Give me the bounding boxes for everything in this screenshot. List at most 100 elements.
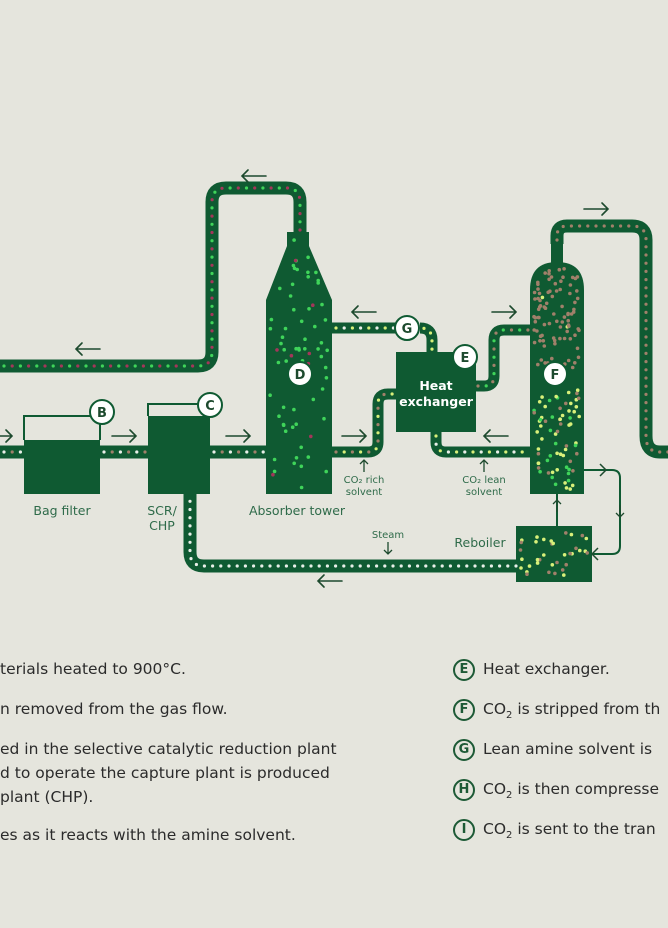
stripper-top-dot — [575, 346, 580, 351]
absorber-dot — [307, 351, 312, 356]
badge-g: G — [453, 738, 475, 761]
pipe-dot — [512, 450, 516, 454]
arrow-left-icon — [316, 574, 343, 588]
stripper-top-dot — [533, 315, 538, 320]
pipe-dot — [210, 321, 214, 325]
stripper-top-dot — [547, 269, 551, 273]
pipe-dot — [245, 450, 249, 454]
stripper-bottom-dot — [546, 471, 551, 475]
pipe-dot — [432, 564, 436, 568]
stripper-bottom-dot — [553, 432, 558, 436]
pipe-dot — [383, 326, 387, 330]
stripper-bottom-dot — [564, 486, 569, 490]
pipe-dot — [501, 328, 505, 332]
pipe-dot — [135, 450, 139, 454]
pipe-dot — [635, 224, 639, 229]
pipe-dot — [277, 186, 281, 190]
reboiler-dot — [555, 560, 559, 565]
pipe-dot — [298, 203, 302, 207]
pipe-dot — [317, 564, 321, 568]
stripper-top-dot — [533, 297, 537, 301]
absorber-dot — [294, 346, 298, 351]
stripper-top-dot — [559, 279, 563, 284]
stripper-bottom-dot — [538, 469, 542, 474]
hx-to-stripper-pipe-track — [474, 330, 530, 386]
pipe-dot — [644, 351, 648, 355]
arrow-up-icon — [479, 459, 489, 472]
stripper-top-dot — [540, 295, 545, 300]
flue-gas-return-pipe-track — [0, 188, 300, 366]
stripper-bottom-dot — [536, 447, 541, 451]
stripper-bottom-dot — [561, 453, 566, 458]
stripper-top-dot — [542, 322, 547, 327]
stripper-top-dot — [566, 312, 570, 317]
pipe-dot — [518, 328, 522, 332]
stripper-bottom-dot — [555, 429, 560, 434]
pipe-dot — [440, 564, 444, 568]
pipe-dot — [359, 326, 363, 330]
absorber-dot — [320, 387, 325, 391]
absorber-dot — [303, 337, 307, 342]
pipe-dot — [376, 414, 380, 418]
pipe-dot — [644, 335, 648, 339]
reboiler-dot — [564, 562, 568, 567]
pipe-dot — [110, 450, 114, 454]
pipe-dot — [210, 230, 214, 235]
legend-f-pre: CO — [483, 700, 507, 718]
stripper-bottom-dot — [535, 430, 539, 434]
scr-chp-unit — [148, 416, 210, 494]
stripper-bottom-dot — [543, 419, 548, 424]
absorber-dot — [278, 286, 282, 291]
pipe-dot — [484, 384, 488, 388]
pipe-dot — [293, 188, 297, 193]
reboiler-dot — [519, 540, 523, 545]
stripper-bottom-dot — [570, 483, 575, 488]
arrow-left-icon — [74, 342, 101, 356]
absorber-dot — [323, 365, 328, 370]
absorber-dot — [275, 348, 279, 352]
absorber-dot — [324, 376, 329, 380]
pipe-dot — [188, 540, 192, 544]
arrow-right-icon — [491, 305, 518, 319]
pipe-dot — [182, 364, 186, 368]
stripper-top-dot — [536, 362, 540, 367]
stripper-bottom-dot — [553, 482, 558, 487]
arrow-down-icon — [383, 542, 393, 555]
arrow-left-icon — [350, 305, 377, 319]
pipe-dot — [644, 319, 648, 323]
pipe-dot — [166, 364, 170, 368]
pipe-dot — [342, 326, 346, 330]
stripper-bottom-dot — [564, 401, 568, 406]
markers — [89, 315, 568, 425]
stripper-neck — [551, 244, 563, 266]
pipe-dot — [416, 564, 420, 568]
stripper-top-dot — [549, 275, 554, 279]
pipe-dot — [206, 361, 210, 365]
pipe-dot — [399, 564, 403, 568]
stripper-bottom-dot — [555, 468, 559, 472]
pipe-dot — [476, 384, 480, 388]
pipe-dot — [375, 326, 379, 330]
pipe-dot — [594, 224, 598, 228]
pipe-dot — [188, 516, 192, 520]
pipe-dot — [430, 347, 434, 351]
pipe-dot — [644, 302, 648, 306]
stripper-bottom-dot — [566, 390, 571, 395]
stripper-top-dot — [554, 289, 559, 293]
stripper-top-dot — [540, 333, 544, 338]
badge-e: E — [453, 658, 475, 681]
absorber-dot — [323, 318, 328, 322]
stripper-top-dot — [542, 344, 547, 348]
pipe-dot — [526, 328, 530, 332]
bag-filter-vessel — [24, 440, 100, 494]
absorber-dot — [271, 472, 275, 477]
stripper-top-dot — [569, 312, 574, 316]
pipe-dot — [382, 392, 386, 397]
absorber-dot — [313, 324, 317, 329]
reboiler-dot — [553, 571, 557, 576]
pipe-dot — [227, 564, 231, 568]
heat-exchanger-label-line2: exchanger — [399, 394, 474, 409]
absorber-dot — [294, 456, 299, 460]
pipe-dot — [650, 448, 654, 452]
